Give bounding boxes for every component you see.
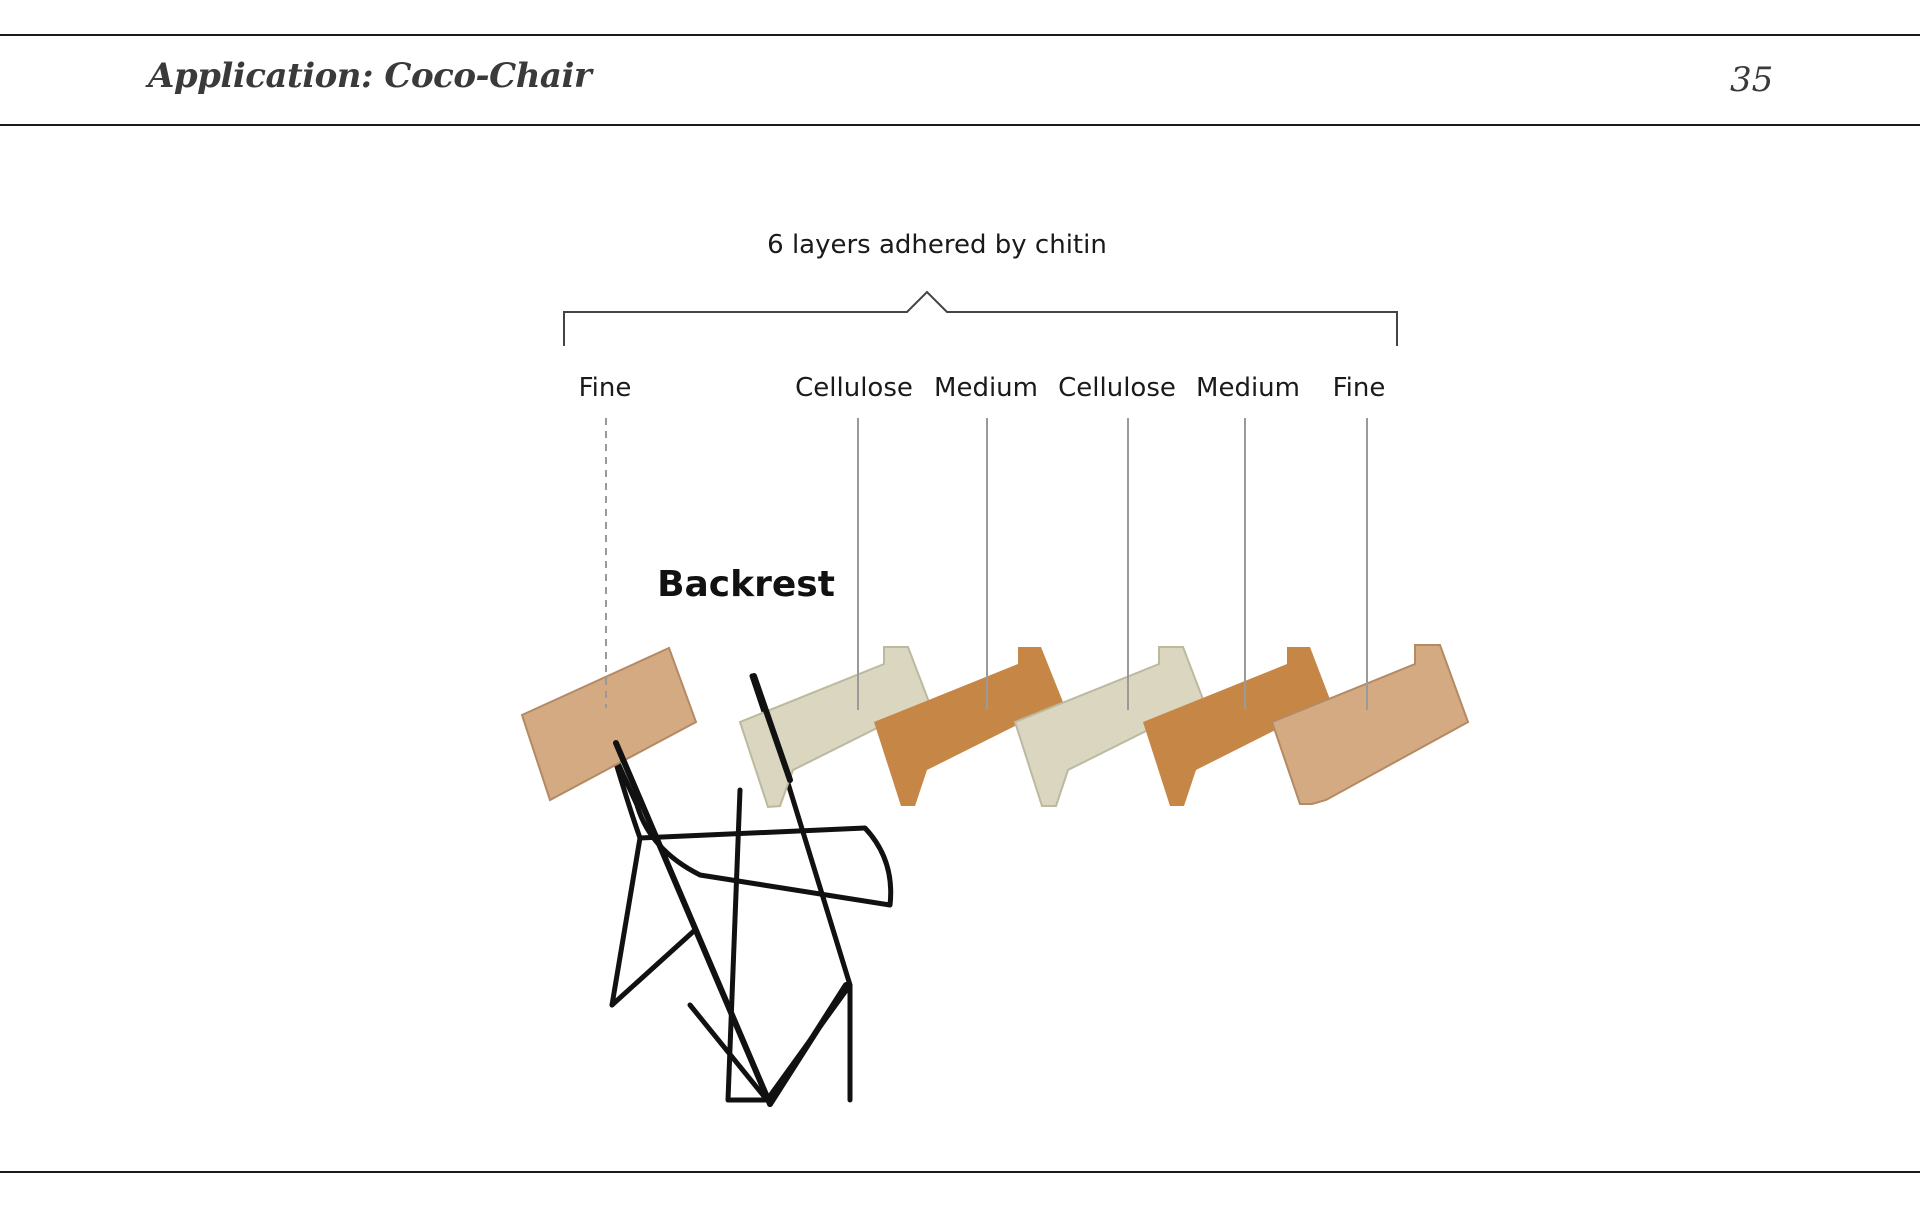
diagram-caption: 6 layers adhered by chitin [767,230,1107,260]
layer-medium-2 [1143,647,1331,806]
top-rule [0,34,1920,36]
layer-medium-1 [874,647,1063,806]
layer-label-fine-1: Fine [579,373,632,403]
layer-fine-2 [1270,644,1470,805]
header-rule [0,124,1920,126]
layer-label-cellulose-2: Cellulose [1058,373,1176,403]
chair-back-post [751,673,793,783]
footer-rule [0,1171,1920,1173]
layer-label-cellulose-1: Cellulose [795,373,913,403]
leader-lines [605,418,1368,710]
layers-bracket [563,290,1398,346]
backrest-label: Backrest [657,564,835,605]
layer-label-fine-2: Fine [1333,373,1386,403]
page-number: 35 [1730,60,1774,100]
layer-label-medium-2: Medium [1196,373,1300,403]
chair-front-leg [613,740,849,1107]
layer-fine-1 [520,646,698,802]
page-title: Application: Coco-Chair [148,56,592,96]
layer-label-medium-1: Medium [934,373,1038,403]
